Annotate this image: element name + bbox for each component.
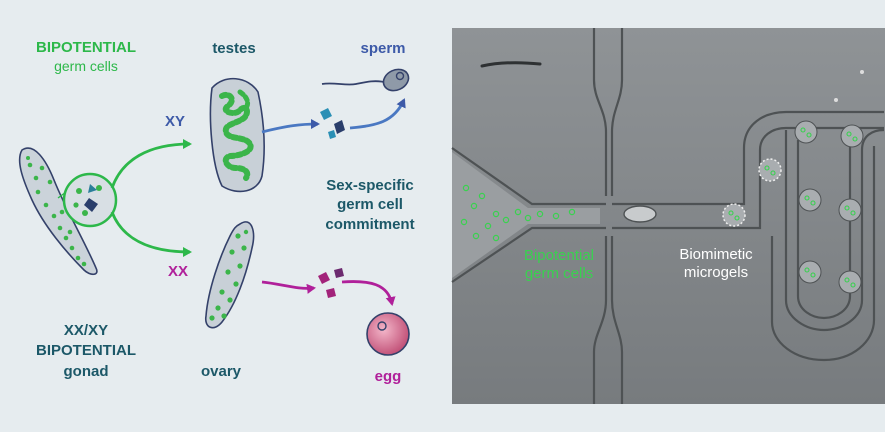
microscopy-germ-label-1: Bipotential	[524, 247, 594, 264]
sperm-illustration	[321, 68, 410, 92]
egg-label: egg	[375, 368, 402, 385]
arrow-testes-to-cells	[261, 119, 320, 134]
xx-label: XX	[168, 263, 188, 280]
testes-illustration	[209, 77, 265, 193]
gonad-line-2: BIPOTENTIAL	[36, 342, 136, 359]
ovary-illustration	[204, 221, 255, 329]
commitment-line-2: germ cell	[337, 196, 403, 213]
gonad-line-1: XX/XY	[64, 322, 108, 339]
arrow-to-testes	[110, 139, 192, 189]
zoom-circle	[62, 172, 118, 228]
arrow-cells-to-egg	[341, 280, 396, 306]
arrow-to-ovary	[110, 211, 192, 257]
arrow-ovary-to-cells	[261, 280, 316, 294]
gonad-line-3: gonad	[64, 363, 109, 380]
sperm-signal-cells	[320, 108, 345, 139]
bipotential-title: BIPOTENTIAL	[36, 39, 136, 56]
xy-label: XY	[165, 113, 185, 130]
egg-signal-cells	[318, 268, 344, 298]
microgels	[722, 120, 864, 294]
arrow-cells-to-sperm	[349, 98, 406, 130]
microgel-label-1: Biomimetic	[679, 246, 753, 263]
germ-cells-label: germ cells	[54, 58, 118, 74]
commitment-line-1: Sex-specific	[326, 177, 414, 194]
egg-illustration	[366, 312, 410, 356]
bipotential-gonad-illustration	[18, 147, 98, 276]
testes-label: testes	[212, 40, 255, 57]
microscopy-germ-label-2: germ cells	[525, 265, 593, 282]
ovary-label: ovary	[201, 363, 242, 380]
microscopy-panel	[451, 28, 885, 404]
microgel-label-2: microgels	[684, 264, 748, 281]
commitment-line-3: commitment	[325, 216, 414, 233]
sperm-label: sperm	[360, 40, 405, 57]
